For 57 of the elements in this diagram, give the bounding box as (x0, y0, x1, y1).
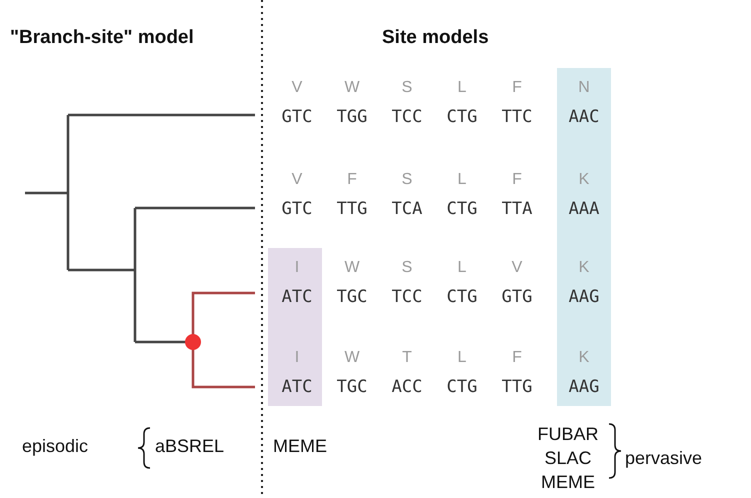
amino-acid-letter: W (344, 260, 360, 276)
codon: GTC (282, 109, 312, 126)
codon: ATC (282, 379, 312, 396)
codon: CTG (446, 379, 478, 396)
method-name: MEME (541, 473, 595, 491)
amino-acid-letter: N (578, 80, 590, 96)
codon: ACC (392, 379, 422, 396)
amino-acid-letter: T (402, 350, 412, 366)
amino-acid-letter: I (294, 260, 300, 276)
codon: TCC (392, 289, 422, 306)
codon: TCC (392, 109, 422, 126)
codon: TTA (502, 201, 532, 218)
method-name: FUBAR (538, 425, 598, 443)
amino-acid-letter: F (512, 350, 522, 366)
codon: TGC (336, 379, 368, 396)
method-name: aBSREL (155, 437, 224, 455)
amino-acid-letter: K (578, 172, 590, 188)
codon: AAG (568, 289, 600, 306)
heading: Site models (382, 28, 489, 47)
amino-acid-letter: V (292, 172, 302, 188)
amino-acid-letter: K (578, 350, 590, 366)
amino-acid-letter: L (458, 350, 466, 366)
codon: TTC (502, 109, 532, 126)
amino-acid-letter: I (294, 350, 300, 366)
codon: ATC (282, 289, 312, 306)
method-name: SLAC (544, 449, 592, 467)
selection-type-label: pervasive (625, 449, 702, 467)
codon: TCA (392, 201, 422, 218)
codon: GTG (502, 289, 532, 306)
amino-acid-letter: V (512, 260, 522, 276)
codon: TTG (336, 201, 368, 218)
codon: TGG (336, 109, 368, 126)
codon: AAA (568, 201, 600, 218)
amino-acid-letter: S (402, 172, 412, 188)
codon: CTG (446, 201, 478, 218)
heading: "Branch-site" model (10, 28, 194, 47)
amino-acid-letter: F (347, 172, 357, 188)
codon: AAG (568, 379, 600, 396)
amino-acid-letter: L (458, 260, 466, 276)
codon: AAC (568, 109, 600, 126)
amino-acid-letter: F (512, 172, 522, 188)
amino-acid-letter: K (578, 260, 590, 276)
amino-acid-letter: F (512, 80, 522, 96)
amino-acid-letter: V (292, 80, 302, 96)
amino-acid-letter: S (402, 260, 412, 276)
amino-acid-letter: W (344, 350, 360, 366)
amino-acid-letter: L (458, 172, 466, 188)
amino-acid-letter: L (458, 80, 466, 96)
codon: GTC (282, 201, 312, 218)
codon: TTG (502, 379, 532, 396)
method-name: MEME (273, 437, 327, 455)
codon: TGC (336, 289, 368, 306)
codon: CTG (446, 289, 478, 306)
amino-acid-letter: W (344, 80, 360, 96)
selection-type-label: episodic (22, 437, 88, 455)
amino-acid-letter: S (402, 80, 412, 96)
codon: CTG (446, 109, 478, 126)
